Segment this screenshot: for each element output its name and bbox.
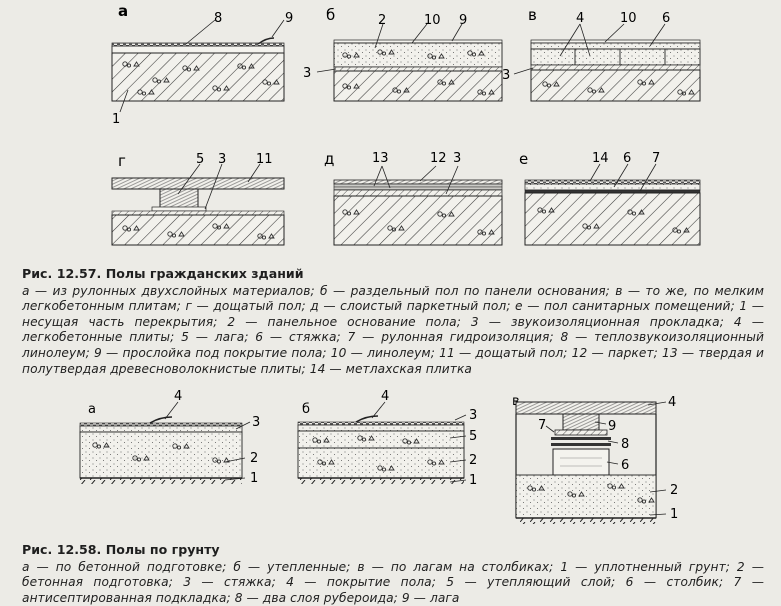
callout-label: 2 xyxy=(250,451,258,466)
callout-label: 4 xyxy=(174,389,182,404)
diagram-fig1-d: д 13 12 3 xyxy=(324,150,503,246)
panel-letter: а xyxy=(88,402,96,417)
callout-label: 1 xyxy=(250,471,258,486)
callout-label: 2 xyxy=(378,13,386,28)
callout-label: 6 xyxy=(623,151,631,166)
callout-label: 8 xyxy=(621,437,629,452)
callout-label: 6 xyxy=(621,458,629,473)
panel-letter: а xyxy=(118,2,128,20)
callout-label: 6 xyxy=(662,11,670,26)
callout-label: 12 xyxy=(430,151,447,166)
diagram-fig1-e: е 14 6 7 xyxy=(519,150,701,246)
callout-label: 3 xyxy=(502,68,510,83)
callout-label: 8 xyxy=(214,11,222,26)
diagram-fig2-b: б 4 3 5 2 1 xyxy=(297,389,477,488)
callout-label: 4 xyxy=(576,11,584,26)
figure-title: Рис. 12.57. Полы гражданских зданий xyxy=(22,266,304,281)
panel-letter: б xyxy=(326,6,335,24)
figure-title: Рис. 12.58. Полы по грунту xyxy=(22,542,220,557)
figure-legend: а — по бетонной подготовке; б — утепленн… xyxy=(22,559,764,605)
diagram-fig1-g: г 5 3 11 xyxy=(111,152,285,246)
callout-label: 1 xyxy=(112,112,120,127)
callout-label: 10 xyxy=(424,13,441,28)
callout-label: 3 xyxy=(453,151,461,166)
panel-letter: в xyxy=(528,6,537,24)
diagram-fig2-a: а 4 3 2 1 xyxy=(79,389,260,486)
panel-letter: б xyxy=(302,402,310,417)
callout-label: 13 xyxy=(372,151,389,166)
panel-letter: д xyxy=(324,150,334,168)
callout-label: 2 xyxy=(469,453,477,468)
callout-label: 3 xyxy=(469,408,477,423)
figure-caption-12-58: Рис. 12.58. Полы по грунту а — по бетонн… xyxy=(22,542,764,606)
panel-letter: е xyxy=(519,150,528,168)
figure-caption-12-57: Рис. 12.57. Полы гражданских зданий а — … xyxy=(22,266,764,377)
callout-label: 1 xyxy=(670,507,678,522)
callout-label: 10 xyxy=(620,11,637,26)
panel-letter: г xyxy=(118,152,126,170)
callout-label: 14 xyxy=(592,151,609,166)
callout-label: 3 xyxy=(252,415,260,430)
callout-label: 9 xyxy=(285,11,293,26)
callout-label: 4 xyxy=(668,395,676,410)
diagram-fig2-v: в 4 7 9 8 6 2 1 xyxy=(512,394,678,524)
callout-label: 5 xyxy=(196,152,204,167)
callout-label: 3 xyxy=(303,66,311,81)
callout-label: 2 xyxy=(670,483,678,498)
callout-label: 7 xyxy=(538,418,546,433)
diagram-fig1-a: а 8 9 1 xyxy=(111,2,293,127)
callout-label: 9 xyxy=(608,419,616,434)
figure-legend: а — из рулонных двухслойных материалов; … xyxy=(22,283,764,376)
callout-label: 1 xyxy=(469,473,477,488)
diagram-fig1-b: б 2 10 9 3 xyxy=(303,6,503,102)
callout-label: 11 xyxy=(256,152,273,167)
callout-label: 7 xyxy=(652,151,660,166)
callout-label: 5 xyxy=(469,429,477,444)
callout-label: 4 xyxy=(381,389,389,404)
callout-label: 9 xyxy=(459,13,467,28)
diagram-fig1-v: в 4 10 6 3 xyxy=(502,6,701,102)
callout-label: 3 xyxy=(218,152,226,167)
